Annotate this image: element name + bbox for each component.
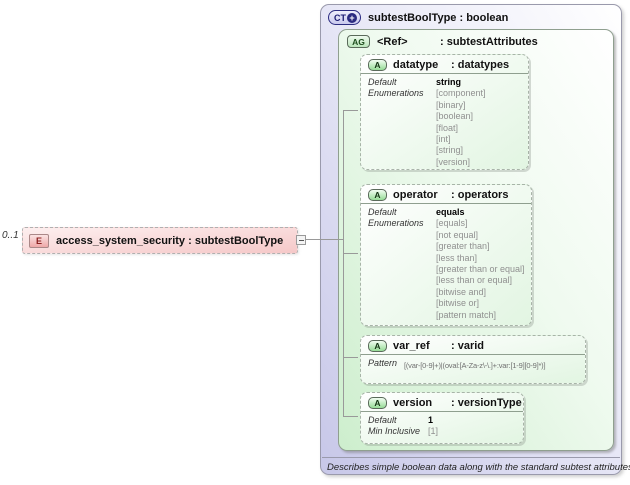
attribute-group-ref: <Ref> [377, 35, 408, 48]
attribute-facets: Default string Enumerations [component] … [361, 74, 528, 171]
attribute-badge: A [368, 188, 387, 201]
enumeration-value: [int] [436, 134, 451, 145]
facet-row-enumerations: Enumerations [component] [binary] [boole… [368, 88, 521, 168]
facet-row-default: Default 1 [368, 415, 516, 426]
facet-value: string [436, 77, 462, 87]
facet-label: Default [368, 207, 397, 217]
attribute-facets: Pattern [(var-[0-9]+)|(oval:[A-Za-z\-\.]… [361, 355, 585, 374]
attribute-name: var_ref [393, 339, 430, 352]
facet-label: Enumerations [368, 218, 424, 229]
attribute-badge: A [368, 396, 387, 409]
enumeration-value: [greater than or equal] [436, 264, 525, 275]
facet-value: [(var-[0-9]+)|(oval:[A-Za-z\-\.]+:var:[1… [404, 361, 546, 370]
attribute-node-datatype[interactable]: A datatype : datatypes Default string En… [360, 54, 529, 170]
facet-row-default: Default string [368, 77, 521, 88]
complex-type-node: CT + subtestBoolType : boolean AG <Ref> … [320, 4, 630, 475]
enumeration-value: [string] [436, 145, 464, 156]
enumeration-value: [binary] [436, 99, 466, 110]
element-node[interactable]: E access_system_security : subtestBoolTy… [22, 227, 298, 254]
element-label: access_system_security : subtestBoolType [56, 234, 284, 247]
attribute-facets: Default 1 Min Inclusive [1] [361, 412, 523, 441]
enumeration-list: [component] [binary] [boolean] [float] [… [436, 88, 486, 168]
facet-label: Enumerations [368, 88, 424, 99]
attribute-node-var-ref[interactable]: A var_ref : varid Pattern [(var-[0-9]+)|… [360, 335, 586, 384]
attribute-type: : versionType [451, 396, 522, 409]
facet-value: equals [436, 207, 465, 217]
facet-row-enumerations: Enumerations [equals] [not equal] [great… [368, 218, 525, 321]
complex-type-title: subtestBoolType : boolean [368, 11, 509, 24]
attribute-type: : operators [451, 188, 509, 201]
attribute-name: version [393, 396, 433, 409]
facet-value: 1 [428, 415, 434, 425]
attribute-header: A operator : operators [361, 185, 531, 204]
attribute-type: : datatypes [451, 58, 510, 71]
enumeration-value: [equals] [436, 218, 468, 229]
connector-line [343, 110, 358, 111]
facet-row-min-inclusive: Min Inclusive [1] [368, 426, 516, 437]
enumeration-value: [float] [436, 122, 459, 133]
attribute-badge: A [368, 339, 387, 352]
attribute-node-operator[interactable]: A operator : operators Default equals En… [360, 184, 532, 326]
enumeration-value: [bitwise or] [436, 298, 480, 309]
enumeration-value: [greater than] [436, 241, 490, 252]
facet-label: Default [368, 415, 397, 425]
attribute-node-version[interactable]: A version : versionType Default 1 Min In… [360, 392, 524, 444]
collapse-handle-icon[interactable] [296, 235, 306, 245]
enumeration-value: [boolean] [436, 111, 474, 122]
expand-plus-icon[interactable]: + [347, 12, 357, 23]
connector-line [343, 110, 344, 417]
connector-line [343, 357, 358, 358]
enumeration-list: [equals] [not equal] [greater than] [les… [436, 218, 525, 321]
complex-type-badge-label: CT [334, 12, 346, 23]
facet-row-pattern: Pattern [(var-[0-9]+)|(oval:[A-Za-z\-\.]… [368, 358, 578, 371]
complex-type-header[interactable]: CT + subtestBoolType : boolean [328, 10, 508, 25]
enumeration-value: [less than] [436, 252, 478, 263]
attribute-group-node: AG <Ref> : subtestAttributes A datatype … [338, 29, 614, 451]
connector-line [306, 239, 343, 240]
enumeration-value: [version] [436, 156, 471, 167]
enumeration-value: [component] [436, 88, 486, 99]
facet-value: [1] [428, 426, 439, 437]
enumeration-value: [less than or equal] [436, 275, 513, 286]
attribute-header: A version : versionType [361, 393, 523, 412]
attribute-group-title: : subtestAttributes [440, 35, 538, 48]
attribute-group-header[interactable]: AG <Ref> : subtestAttributes [347, 35, 538, 48]
attribute-header: A datatype : datatypes [361, 55, 528, 74]
attribute-badge: A [368, 58, 387, 71]
facet-label: Pattern [368, 358, 398, 368]
facet-label: Default [368, 77, 397, 87]
enumeration-value: [not equal] [436, 229, 479, 240]
enumeration-value: [pattern match] [436, 309, 497, 320]
annotation-divider [322, 457, 620, 458]
facet-row-default: Default equals [368, 207, 524, 218]
connector-line [343, 253, 358, 254]
element-badge: E [29, 233, 49, 248]
annotation-text: Describes simple boolean data along with… [327, 462, 630, 473]
attribute-type: : varid [451, 339, 485, 352]
facet-label: Min Inclusive [368, 426, 421, 437]
connector-line [343, 416, 358, 417]
attribute-facets: Default equals Enumerations [equals] [no… [361, 204, 531, 324]
attribute-header: A var_ref : varid [361, 336, 585, 355]
attribute-group-badge: AG [347, 35, 370, 48]
attribute-name: operator [393, 188, 438, 201]
attribute-name: datatype [393, 58, 439, 71]
complex-type-badge: CT + [328, 10, 361, 25]
cardinality-label: 0..1 [2, 230, 19, 241]
enumeration-value: [bitwise and] [436, 286, 487, 297]
